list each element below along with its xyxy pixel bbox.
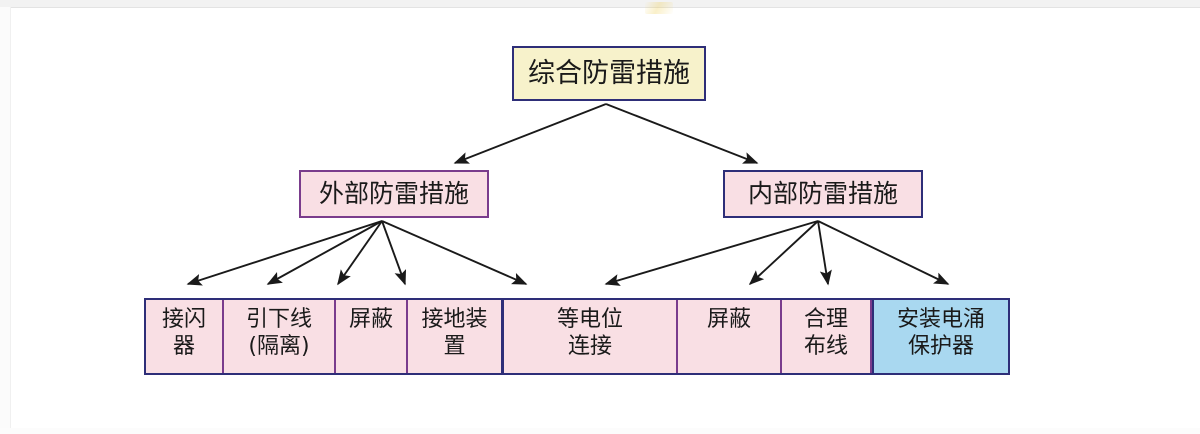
node-external-lightning-protection[interactable]: 外部防雷措施 [299, 170, 489, 218]
leaf-dengdianwei-lianjie[interactable]: 等电位 连接 [504, 300, 678, 373]
leaf-pingbi-internal[interactable]: 屏蔽 [678, 300, 782, 373]
node-root-comprehensive-lightning-protection[interactable]: 综合防雷措施 [512, 46, 706, 101]
connector-internal-to-spd [817, 220, 950, 285]
connector-root-to-external [453, 103, 607, 164]
image-frame-bottom [0, 428, 1200, 434]
image-frame-top [0, 0, 1200, 8]
connector-external-to-yinxiaxian [266, 220, 383, 285]
leaf-yinxiaxian[interactable]: 引下线 (隔离) [224, 300, 336, 373]
connector-external-to-jiedizhuangzhi [381, 220, 407, 286]
connector-internal-to-heli-buxian [817, 220, 832, 286]
connector-external-to-dengdianwei [381, 220, 528, 285]
leaf-heli-buxian[interactable]: 合理 布线 [782, 300, 872, 373]
leaf-pingbi-external[interactable]: 屏蔽 [336, 300, 408, 373]
leaf-anzhuang-dianyong-baohuqi[interactable]: 安装电涌 保护器 [872, 300, 1008, 373]
connector-internal-to-dengdianwei [604, 220, 819, 286]
leaf-node-row: 接闪 器 引下线 (隔离) 屏蔽 接地装 置 等电位 连接 屏蔽 合理 布线 安… [144, 298, 1010, 375]
connector-external-to-pingbi-out [337, 220, 383, 286]
leaf-jieshanqi[interactable]: 接闪 器 [146, 300, 224, 373]
watermark-mark [645, 2, 673, 14]
leaf-jiedizhuangzhi[interactable]: 接地装 置 [408, 300, 504, 373]
image-frame-left [0, 7, 11, 434]
connector-external-to-jieshanqi [186, 220, 383, 286]
node-internal-lightning-protection[interactable]: 内部防雷措施 [723, 170, 923, 218]
connector-root-to-internal [605, 103, 759, 164]
connector-internal-to-pingbi-in [748, 220, 819, 286]
